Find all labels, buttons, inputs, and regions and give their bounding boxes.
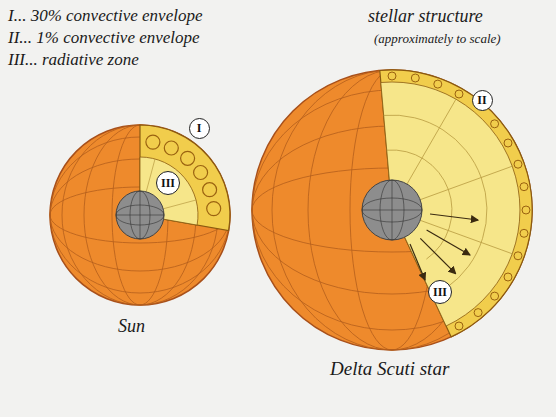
callout-number: III bbox=[428, 280, 452, 304]
heading-text: stellar structure bbox=[368, 6, 483, 27]
callout-text: III bbox=[161, 177, 175, 189]
legend-line: II... 1% convective envelope bbox=[8, 28, 200, 48]
callout-text: III bbox=[433, 286, 447, 298]
legend-line: I... 30% convective envelope bbox=[8, 6, 202, 26]
callout-text: II bbox=[477, 94, 486, 106]
legend-line: III... radiative zone bbox=[8, 50, 139, 70]
star-name: Delta Scuti star bbox=[330, 358, 449, 380]
callout-number: I bbox=[189, 118, 210, 139]
note-text: (approximately to scale) bbox=[374, 32, 501, 47]
callout-text: I bbox=[197, 122, 202, 134]
sun-sphere bbox=[50, 125, 230, 305]
delta-scuti-sphere bbox=[252, 70, 532, 350]
callout-number: II bbox=[472, 90, 493, 111]
callout-number: III bbox=[156, 171, 180, 195]
star-name: Sun bbox=[118, 316, 145, 337]
